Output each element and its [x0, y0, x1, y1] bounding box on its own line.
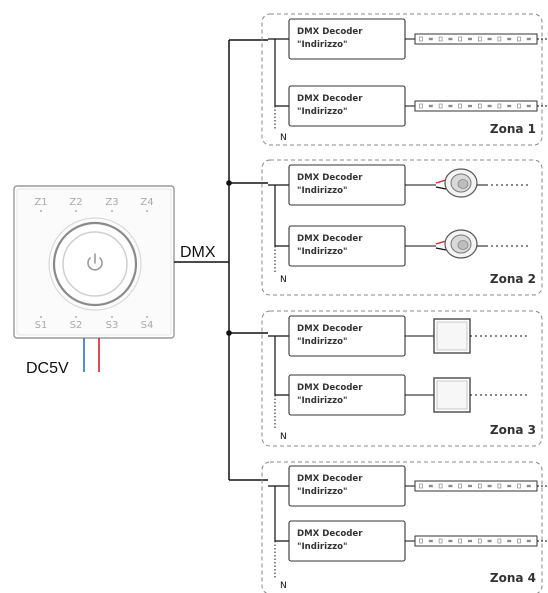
- n-label: N: [280, 133, 287, 143]
- decoder-title: DMX Decoder: [297, 234, 363, 244]
- light-panel: [405, 318, 530, 354]
- dmx-decoder: DMX Decoder "Indirizzo": [288, 18, 406, 60]
- decoder-address: "Indirizzo": [297, 247, 347, 257]
- indicator-dot: [40, 210, 42, 212]
- supply-label: DC5V: [26, 360, 69, 377]
- scene-button-s4[interactable]: S4: [141, 320, 154, 331]
- led-strip: [405, 33, 548, 45]
- led-strip: [405, 480, 548, 492]
- indicator-dot: [111, 210, 113, 212]
- zone-2: N DMX Decoder "Indirizzo" DMX Decoder "Indir…: [261, 159, 543, 296]
- dmx-decoder: DMX Decoder "Indirizzo": [288, 225, 406, 267]
- decoder-address: "Indirizzo": [297, 396, 347, 406]
- zone-label: Zona 1: [490, 122, 536, 136]
- zone-3: N DMX Decoder "Indirizzo" DMX Decoder "Indir…: [261, 310, 543, 447]
- zone-label: Zona 3: [490, 423, 536, 437]
- scene-button-s2[interactable]: S2: [70, 320, 83, 331]
- decoder-address: "Indirizzo": [297, 40, 347, 50]
- decoder-title: DMX Decoder: [297, 173, 363, 183]
- zone-button-z3[interactable]: Z3: [105, 197, 118, 208]
- zone-label: Zona 4: [490, 571, 536, 585]
- decoder-title: DMX Decoder: [297, 529, 363, 539]
- zone-boundary: [261, 13, 543, 146]
- decoder-title: DMX Decoder: [297, 383, 363, 393]
- zone-label: Zona 2: [490, 272, 536, 286]
- zone-4: N DMX Decoder "Indirizzo" DMX Decoder "Indir…: [261, 461, 548, 593]
- dmx-decoder: DMX Decoder "Indirizzo": [288, 164, 406, 206]
- decoder-title: DMX Decoder: [297, 94, 363, 104]
- dmx-decoder: DMX Decoder "Indirizzo": [288, 374, 406, 416]
- controller-panel: Z1 Z2 Z3 Z4 S1 S2 S3 S4: [13, 185, 175, 339]
- dimmer-ring-outer: [48, 217, 142, 311]
- light-panel: [405, 377, 530, 413]
- bus-label: DMX: [180, 244, 216, 261]
- n-label: N: [280, 581, 287, 591]
- decoder-title: DMX Decoder: [297, 474, 363, 484]
- scene-button-s3[interactable]: S3: [106, 320, 119, 331]
- indicator-dot: [146, 210, 148, 212]
- zone-button-z4[interactable]: Z4: [140, 197, 153, 208]
- zone-boundary: [261, 159, 543, 296]
- bus-junction: [226, 180, 232, 186]
- scene-button-s1[interactable]: S1: [35, 320, 48, 331]
- n-label: N: [280, 275, 287, 285]
- decoder-title: DMX Decoder: [297, 27, 363, 37]
- indicator-dot: [146, 316, 148, 318]
- zone-boundary: [261, 310, 543, 447]
- indicator-dot: [111, 316, 113, 318]
- indicator-dot: [40, 316, 42, 318]
- bus-junction: [226, 330, 232, 336]
- n-label: N: [280, 432, 287, 442]
- power-icon[interactable]: [87, 253, 103, 271]
- indicator-dot: [75, 316, 77, 318]
- led-strip: [405, 100, 548, 112]
- indicator-dot: [75, 210, 77, 212]
- zone-button-z1[interactable]: Z1: [34, 197, 47, 208]
- decoder-title: DMX Decoder: [297, 324, 363, 334]
- dimmer-ring-inner: [62, 231, 128, 297]
- downlight: [405, 168, 530, 198]
- dmx-decoder: DMX Decoder "Indirizzo": [288, 315, 406, 357]
- dmx-decoder: DMX Decoder "Indirizzo": [288, 85, 406, 127]
- downlight: [405, 229, 530, 259]
- decoder-address: "Indirizzo": [297, 107, 347, 117]
- zone-button-z2[interactable]: Z2: [69, 197, 82, 208]
- dmx-decoder: DMX Decoder "Indirizzo": [288, 520, 406, 562]
- led-strip: [405, 535, 548, 547]
- decoder-address: "Indirizzo": [297, 542, 347, 552]
- zone-1: N DMX Decoder "Indirizzo" DMX Decoder "Indir…: [261, 13, 548, 146]
- decoder-address: "Indirizzo": [297, 186, 347, 196]
- dmx-decoder: DMX Decoder "Indirizzo": [288, 465, 406, 507]
- decoder-address: "Indirizzo": [297, 487, 347, 497]
- decoder-address: "Indirizzo": [297, 337, 347, 347]
